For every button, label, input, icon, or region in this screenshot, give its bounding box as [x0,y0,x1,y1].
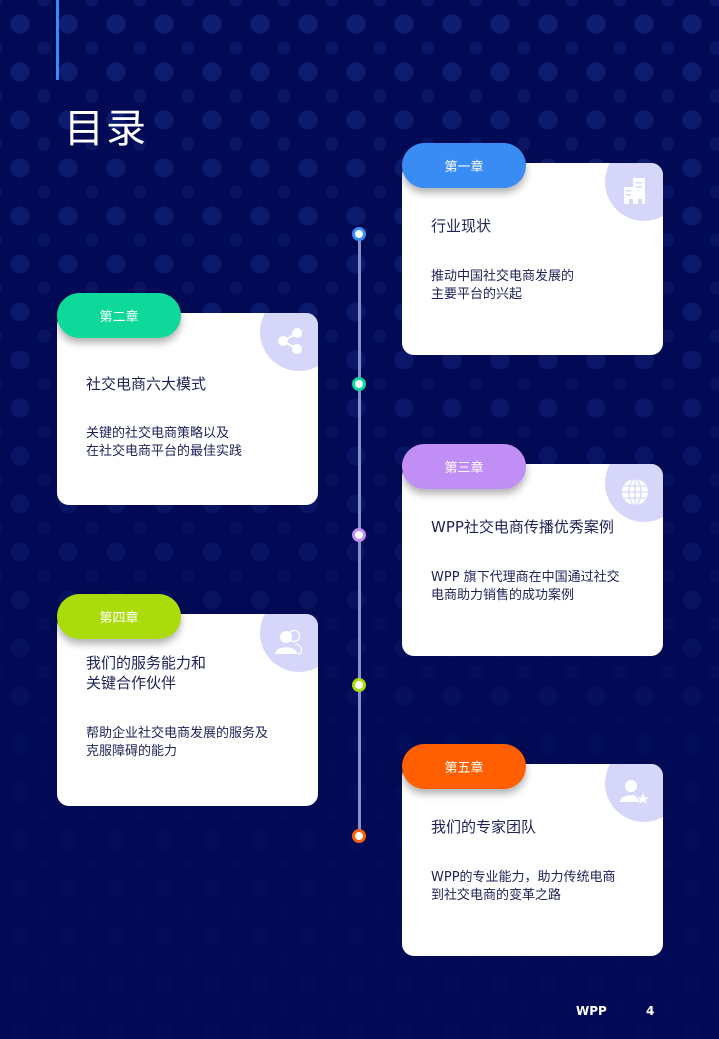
chapter-card-4[interactable]: 我们的服务能力和 关键合作伙伴 帮助企业社交电商发展的服务及 克服障碍的能力 [57,614,318,806]
icon-badge [605,764,663,822]
share-icon [278,328,302,354]
timeline-dot-2[interactable] [352,377,366,391]
chapter-card-3[interactable]: WPP社交电商传播优秀案例 WPP 旗下代理商在中国通过社交 电商助力销售的成功… [402,464,663,656]
icon-badge [260,313,318,371]
chapter-description: WPP的专业能力，助力传统电商 到社交电商的变革之路 [431,870,616,903]
timeline-dot-1[interactable] [352,227,366,241]
chapter-heading: 我们的服务能力和 关键合作伙伴 [86,654,207,692]
building-icon [624,178,645,204]
globe-icon [622,478,648,506]
chapter-description: 关键的社交电商策略以及 在社交电商平台的最佳实践 [86,426,243,459]
chapter-label-pill-2[interactable]: 第二章 [57,293,181,338]
expert-user-star-icon [620,780,650,806]
timeline-dot-5[interactable] [352,829,366,843]
chapter-label-pill-4[interactable]: 第四章 [57,594,181,639]
chapter-card-1[interactable]: 行业现状 推动中国社交电商发展的 主要平台的兴起 [402,163,663,355]
accent-bar [56,0,59,80]
chapter-description: 帮助企业社交电商发展的服务及 克服障碍的能力 [86,726,269,759]
page-title: 目录 [64,106,148,152]
chapter-label-pill-5[interactable]: 第五章 [402,744,526,789]
icon-badge [605,464,663,522]
chapter-heading: WPP社交电商传播优秀案例 [431,518,614,536]
users-icon [275,629,303,655]
chapter-label-pill-3[interactable]: 第三章 [402,444,526,489]
page-number: 4 [646,1004,655,1018]
chapter-description: WPP 旗下代理商在中国通过社交 电商助力销售的成功案例 [431,570,620,603]
icon-badge [260,614,318,672]
timeline-dot-3[interactable] [352,528,366,542]
chapter-heading: 我们的专家团队 [431,818,537,836]
footer-brand: WPP [576,1004,607,1018]
chapter-card-5[interactable]: 我们的专家团队 WPP的专业能力，助力传统电商 到社交电商的变革之路 [402,764,663,956]
chapter-heading: 行业现状 [431,217,492,235]
chapter-label-pill-1[interactable]: 第一章 [402,143,526,188]
chapter-card-2[interactable]: 社交电商六大模式 关键的社交电商策略以及 在社交电商平台的最佳实践 [57,313,318,505]
icon-badge [605,163,663,221]
chapter-heading: 社交电商六大模式 [86,375,207,393]
timeline-dot-4[interactable] [352,678,366,692]
chapter-description: 推动中国社交电商发展的 主要平台的兴起 [431,269,575,302]
